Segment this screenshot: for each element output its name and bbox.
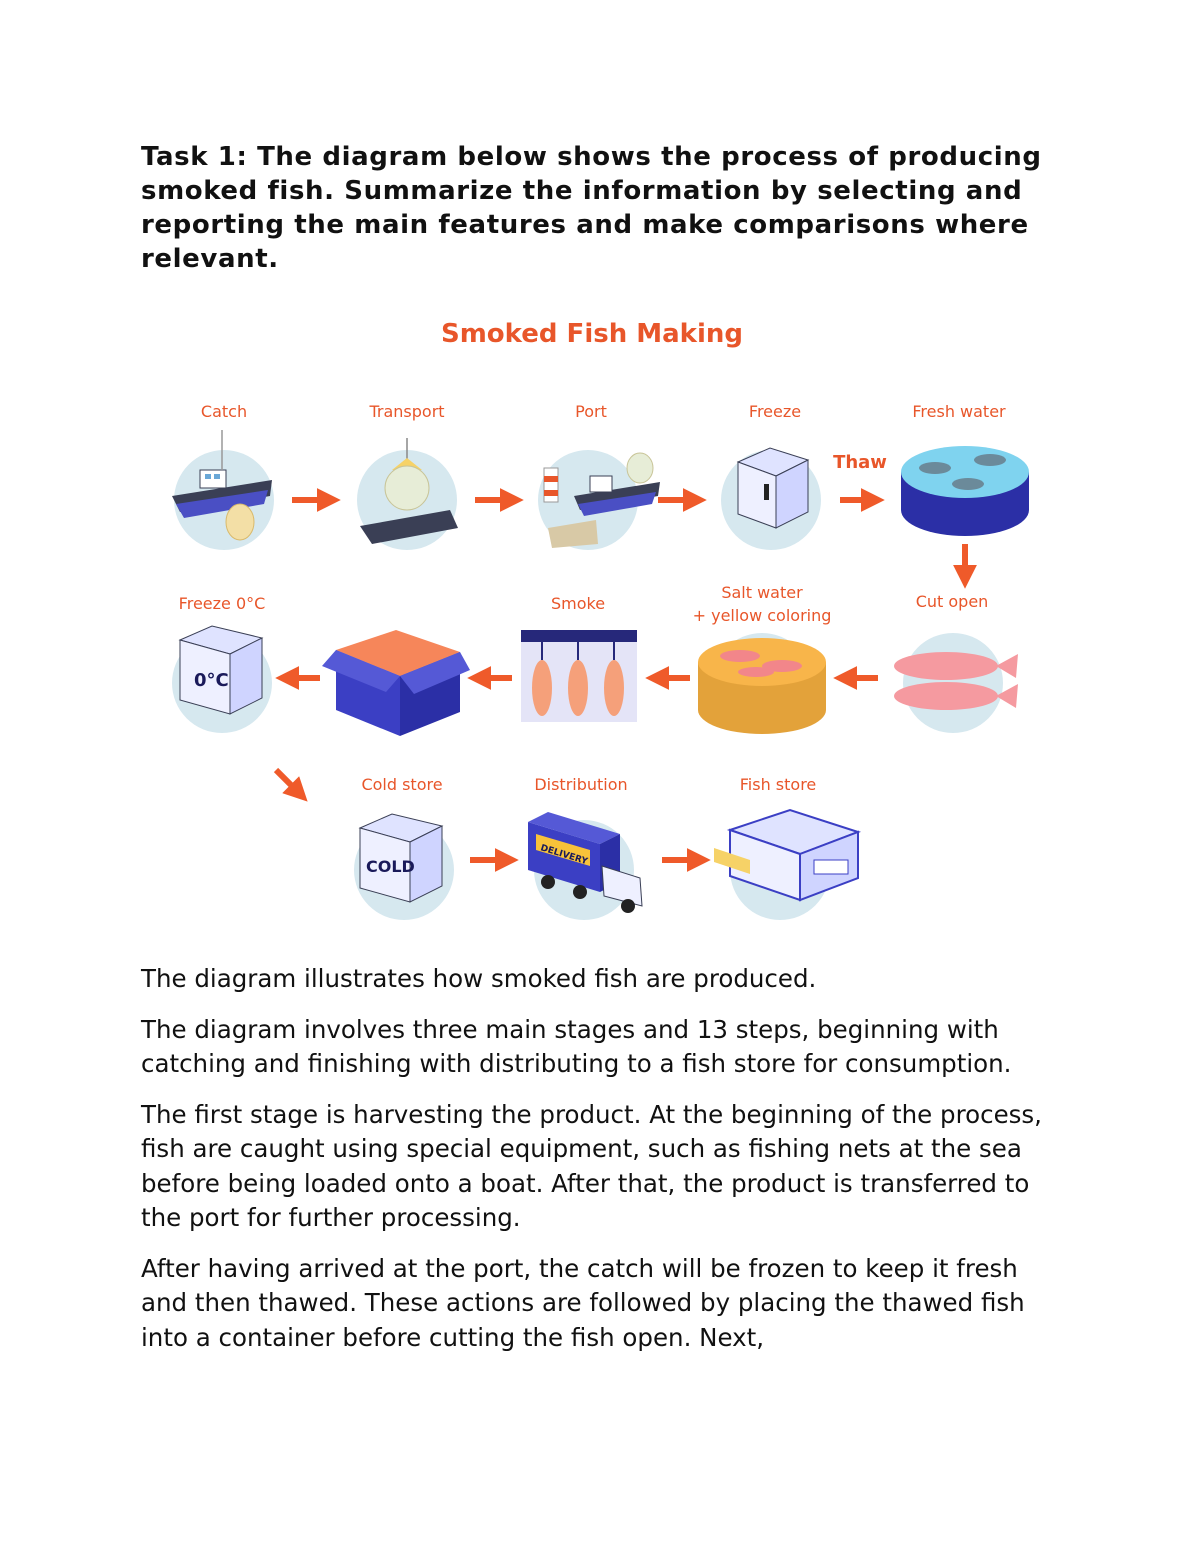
diagram-graphics: 0°C COLD DELIVERY [172,430,1029,920]
cold-store-icon: COLD [358,813,444,903]
label-port: Port [575,402,607,421]
label-catch: Catch [200,402,248,421]
label-cold-store: Cold store [361,775,443,794]
water-tank-icon [901,446,1029,536]
fish-store-icon [714,808,862,902]
paragraph-intro: The diagram illustrates how smoked fish … [141,964,817,993]
arrow-diagonal-cold [273,767,308,802]
label-freeze-zero: Freeze 0°C [178,594,266,613]
label-fish-store: Fish store [739,775,817,794]
label-transport: Transport [369,402,445,421]
label-distribution: Distribution [534,775,628,794]
paragraph-stage-one: The first stage is harvesting the produc… [141,1099,1042,1233]
paragraph-overview: The diagram involves three main stages a… [141,1014,1012,1079]
paragraph-stage-two: After having arrived at the port, the ca… [141,1253,1025,1352]
salt-tub-icon [698,638,826,734]
label-salt-water: Salt water [721,583,803,602]
port-icon [543,452,660,548]
label-yellow-coloring: + yellow coloring [692,606,832,625]
task-prompt: Task 1: The diagram below shows the proc… [141,142,1042,274]
essay-body: The diagram illustrates how smoked fish … [141,962,1071,1371]
label-cut-open: Cut open [915,592,989,611]
diagram-title: Smoked Fish Making [440,319,744,349]
fish-box-icon [322,630,470,736]
crane-net-icon [360,438,458,544]
delivery-truck-icon: DELIVERY [528,812,643,913]
cut-fish-icon [894,652,1018,710]
smoke-rack-icon [521,630,637,722]
fishing-boat-icon [172,430,272,541]
label-freeze: Freeze [748,402,802,421]
label-thaw: Thaw [833,452,887,473]
cold-label: COLD [366,857,415,876]
label-smoke: Smoke [550,594,606,613]
freezer-icon [736,447,810,529]
process-diagram: 0°C COLD DELIVERY [0,300,1200,950]
label-fresh-water: Fresh water [912,402,1006,421]
zero-freezer-icon: 0°C [178,625,264,715]
zero-label: 0°C [194,670,229,691]
